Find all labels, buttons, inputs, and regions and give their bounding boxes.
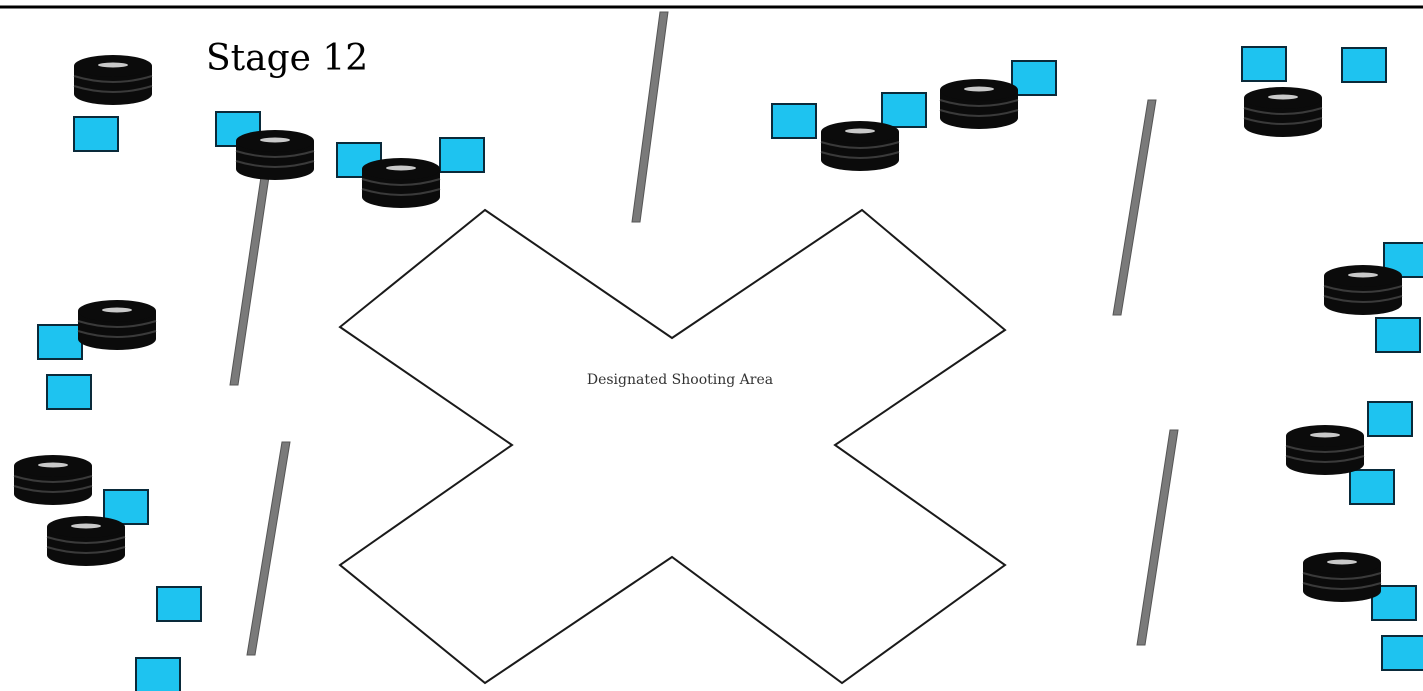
tire-stack-icon: [820, 121, 900, 171]
target-icon: [73, 116, 119, 152]
target-icon: [881, 92, 927, 128]
target-icon: [771, 103, 817, 139]
tire-stack-icon: [939, 79, 1019, 129]
tire-stack-icon: [235, 130, 315, 180]
tire-stack-icon: [46, 516, 126, 566]
target-icon: [1367, 401, 1413, 437]
tire-stack-icon: [73, 55, 153, 105]
tire-stack-icon: [1302, 552, 1382, 602]
tire-stack-icon: [77, 300, 157, 350]
tire-stack-icon: [1243, 87, 1323, 137]
target-icon: [156, 586, 202, 622]
barricade: [229, 169, 271, 386]
barricade: [631, 11, 669, 223]
shooting-area-outline: [338, 208, 1007, 685]
tire-stack-icon: [13, 455, 93, 505]
target-icon: [1383, 242, 1423, 278]
target-icon: [1349, 469, 1395, 505]
barricades: [229, 11, 1179, 656]
barricade: [1136, 429, 1179, 646]
target-icon: [1381, 635, 1423, 671]
target-icon: [439, 137, 485, 173]
target-icon: [103, 489, 149, 525]
target-icon: [1241, 46, 1287, 82]
shooting-area-label: Designated Shooting Area: [587, 372, 773, 388]
tire-stacks: [13, 55, 1403, 602]
target-icon: [1011, 60, 1057, 96]
barricade: [246, 441, 291, 656]
tire-stack-icon: [1285, 425, 1365, 475]
target-icon: [135, 657, 181, 691]
target-icon: [1375, 317, 1421, 353]
target-icon: [37, 324, 83, 360]
stage-title: Stage 12: [206, 38, 368, 79]
barricade: [1112, 99, 1157, 316]
tire-stack-icon: [361, 158, 441, 208]
tire-stack-icon: [1323, 265, 1403, 315]
target-icon: [1341, 47, 1387, 83]
target-icon: [46, 374, 92, 410]
